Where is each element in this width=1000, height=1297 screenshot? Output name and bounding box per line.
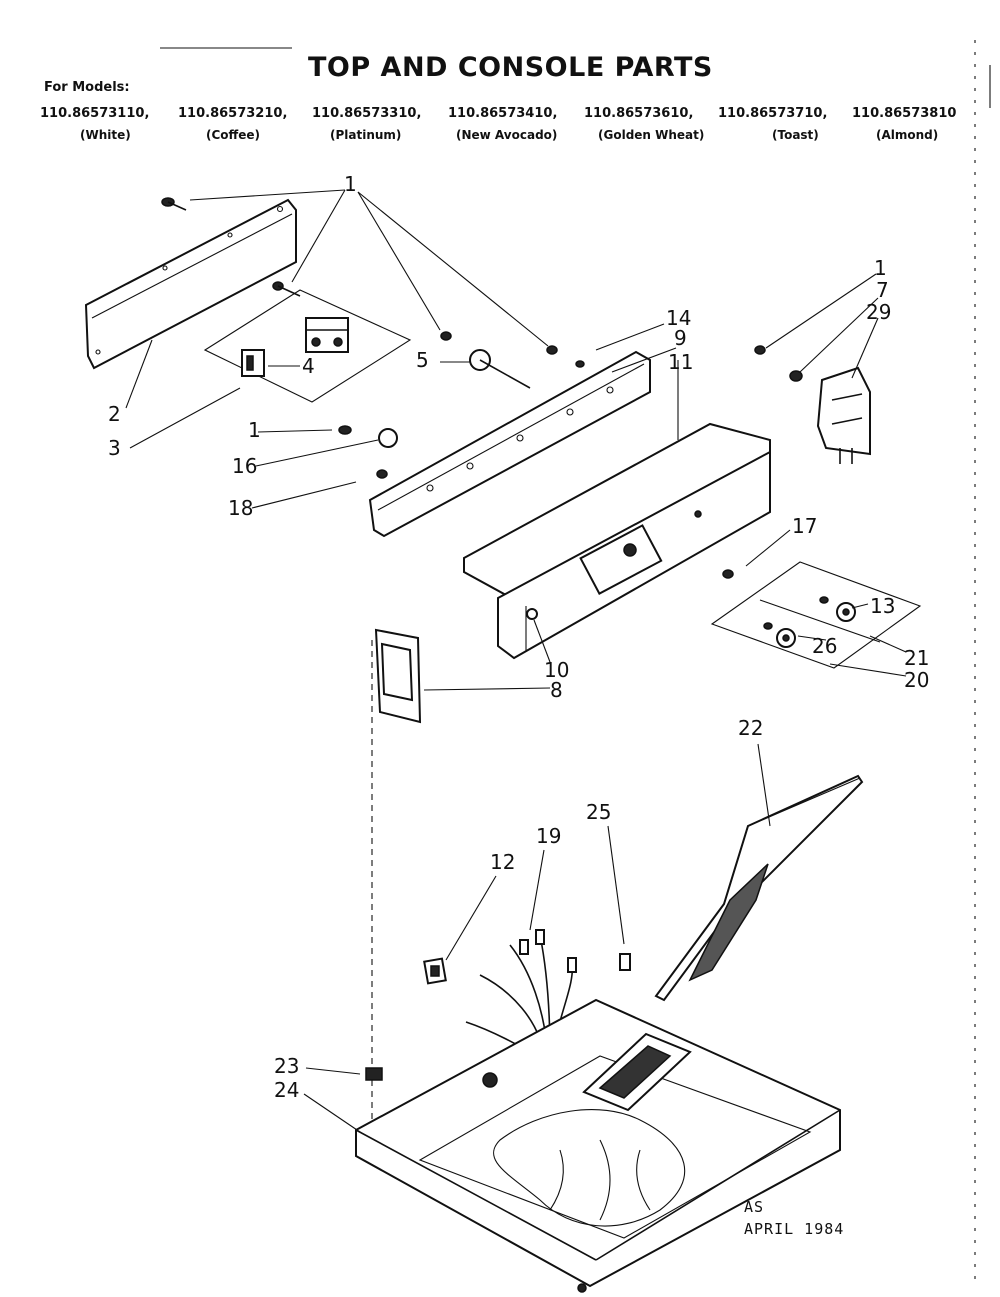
model-number: 110.86573110, [40, 106, 150, 121]
callout-number: 3 [108, 436, 121, 460]
cam-lever [469, 349, 531, 389]
lint-filter [654, 774, 864, 1002]
callout-number: 9 [674, 326, 687, 350]
terminal-block [423, 957, 447, 985]
callout-number: 21 [904, 646, 930, 670]
callout-number: 1 [248, 418, 261, 442]
model-color: (Platinum) [330, 128, 402, 142]
model-number: 110.86573610, [584, 106, 694, 121]
callout-number: 17 [792, 514, 818, 538]
screw-icon [619, 953, 631, 971]
knob-group-divider [759, 599, 881, 643]
callout-number: 11 [668, 350, 694, 374]
screw-icon [722, 569, 734, 579]
callout-number: 23 [274, 1054, 300, 1078]
callout-number: 16 [232, 454, 258, 478]
model-color: (New Avocado) [456, 128, 558, 142]
push-button-switch [241, 349, 265, 377]
callout-number: 29 [866, 300, 892, 324]
end-cap [371, 628, 422, 1128]
rear-panel [84, 198, 297, 370]
for-models-label: For Models: [44, 80, 130, 95]
callout-number: 22 [738, 716, 764, 740]
screw-icon [754, 345, 803, 382]
callout-number: 24 [274, 1078, 300, 1102]
knob-group-outline [710, 561, 922, 669]
callout-number: 8 [550, 678, 563, 702]
model-color: (Toast) [772, 128, 819, 142]
model-number: 110.86573210, [178, 106, 288, 121]
callout-number: 25 [586, 800, 612, 824]
model-number: 110.86573810 [852, 106, 957, 121]
callout-number: 14 [666, 306, 692, 330]
model-number: 110.86573310, [312, 106, 422, 121]
callout-number: 2 [108, 402, 121, 426]
diagram-title: TOP AND CONSOLE PARTS [308, 52, 713, 83]
drawing-code: AS [744, 1198, 765, 1216]
mounting-plate-outline [203, 289, 412, 403]
model-color: (Almond) [876, 128, 939, 142]
screw-icon [272, 281, 301, 297]
callout-number: 12 [490, 850, 516, 874]
knob-icon [763, 596, 856, 648]
model-color: (White) [80, 128, 131, 142]
end-bracket [816, 366, 871, 464]
callout-number: 19 [536, 824, 562, 848]
callout-number: 5 [416, 348, 429, 372]
callout-number: 4 [302, 354, 315, 378]
callout-number: 13 [870, 594, 896, 618]
screw-icon [440, 331, 585, 368]
callout-number: 1 [344, 172, 357, 196]
callout-number: 26 [812, 634, 838, 658]
knob-plate [338, 425, 398, 479]
dryer-top-panel [355, 998, 841, 1293]
console-bracket [368, 350, 651, 538]
screw-icon [161, 197, 187, 211]
callout-number: 10 [544, 658, 570, 682]
callout-number: 20 [904, 668, 930, 692]
callout-number: 1 [874, 256, 887, 280]
model-color: (Coffee) [206, 128, 261, 142]
drawing-date: APRIL 1984 [744, 1220, 845, 1238]
timer-switch [305, 317, 349, 353]
callout-number: 18 [228, 496, 254, 520]
callout-number: 7 [876, 278, 889, 302]
console-housing [463, 422, 771, 660]
model-number: 110.86573410, [448, 106, 558, 121]
model-color: (Golden Wheat) [598, 128, 705, 142]
model-number: 110.86573710, [718, 106, 828, 121]
leader-lines [125, 189, 907, 1133]
